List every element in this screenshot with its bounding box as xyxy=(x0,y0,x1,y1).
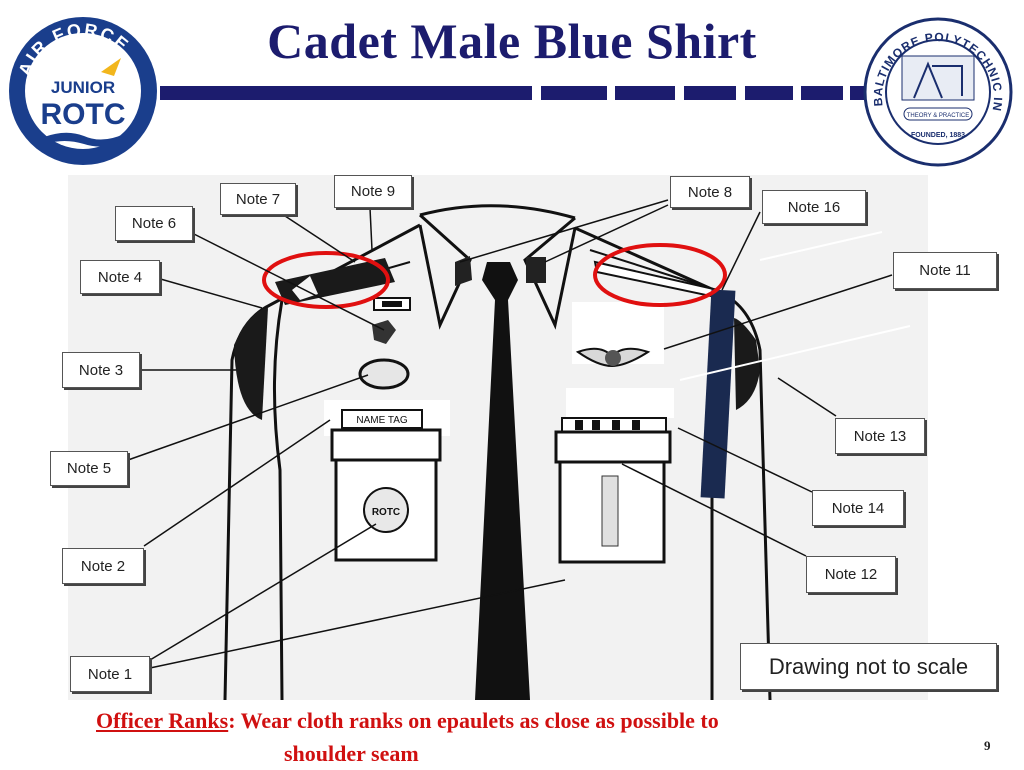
note-11-label: Note 11 xyxy=(893,252,997,289)
right-collar-insignia xyxy=(526,257,546,283)
note-3-label: Note 3 xyxy=(62,352,140,388)
note-9-label: Note 9 xyxy=(334,175,412,208)
scale-disclaimer: Drawing not to scale xyxy=(740,643,997,690)
lamp-icon xyxy=(44,132,124,147)
shoulder-cord xyxy=(700,289,736,499)
page-number: 9 xyxy=(984,738,991,753)
left-sleeve-patch xyxy=(234,308,268,420)
note-1-label: Note 1 xyxy=(70,656,150,692)
slide-title: Cadet Male Blue Shirt xyxy=(267,13,757,69)
compass-icon xyxy=(913,61,963,99)
note-5-label: Note 5 xyxy=(50,451,128,486)
officer-ranks-note: Officer Ranks: Wear cloth ranks on epaul… xyxy=(96,704,719,770)
left-collar-insignia xyxy=(455,256,472,286)
afjrotc-logo: AIR FORCE JUNIOR ROTC xyxy=(9,17,157,165)
star-icon xyxy=(101,58,121,76)
left-logo-junior: JUNIOR xyxy=(51,78,115,97)
note-12-label: Note 12 xyxy=(806,556,896,593)
poly-institute-seal: BALTIMORE POLYTECHNIC INSTITUTE THEORY &… xyxy=(862,16,1013,167)
name-tag-text: NAME TAG xyxy=(356,415,408,426)
officer-ranks-text-1: : Wear cloth ranks on epaulets as close … xyxy=(228,708,719,733)
seal-band-text: THEORY & PRACTICE xyxy=(907,113,969,119)
note-7-label: Note 7 xyxy=(220,183,296,215)
note-8-label: Note 8 xyxy=(670,176,750,208)
note-4-label: Note 4 xyxy=(80,260,160,294)
left-epaulet-highlight xyxy=(262,251,390,309)
note-16-label: Note 16 xyxy=(762,190,866,224)
note-13-label: Note 13 xyxy=(835,418,925,454)
rotc-pocket-patch xyxy=(363,487,409,533)
note-2-label: Note 2 xyxy=(62,548,144,584)
pocket-patch-text: ROTC xyxy=(372,507,400,518)
right-epaulet-highlight xyxy=(593,243,727,307)
seal-founded-text: FOUNDED, 1883 xyxy=(911,132,965,139)
note-14-label: Note 14 xyxy=(812,490,904,526)
officer-ranks-heading: Officer Ranks xyxy=(96,708,229,733)
tie xyxy=(475,262,530,700)
pocket-device xyxy=(601,475,619,547)
left-logo-rotc: ROTC xyxy=(41,98,126,131)
note-6-label: Note 6 xyxy=(115,206,193,241)
officer-ranks-text-2: shoulder seam xyxy=(284,741,419,766)
